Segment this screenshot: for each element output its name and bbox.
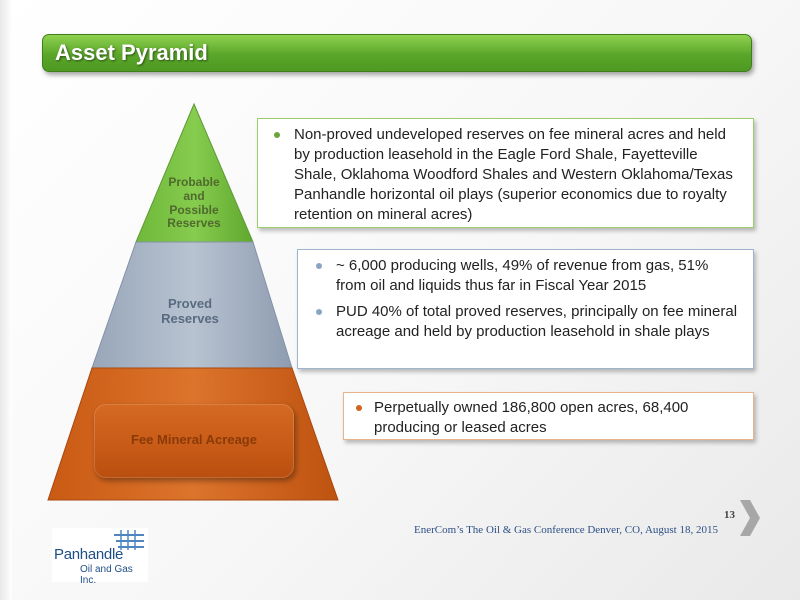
bullet-text: PUD 40% of total proved reserves, princi… <box>336 303 738 340</box>
bullet-list: ~ 6,000 producing wells, 49% of revenue … <box>298 250 753 342</box>
title-bar: Asset Pyramid <box>42 34 752 72</box>
bullet-text: ~ 6,000 producing wells, 49% of revenue … <box>336 257 709 294</box>
label-line: Probable <box>168 175 220 189</box>
bullet-list: Non-proved undeveloped reserves on fee m… <box>258 119 753 225</box>
label-proved-reserves: Proved Reserves <box>140 296 240 327</box>
label-line: Possible <box>169 202 219 217</box>
left-accent-strip <box>0 0 12 600</box>
label-line: Reserves <box>161 310 219 326</box>
bullet-dot-icon <box>316 263 322 269</box>
label-line: Proved <box>167 296 213 311</box>
bullet-item: Non-proved undeveloped reserves on fee m… <box>258 125 753 225</box>
logo-mark-icon <box>114 530 144 550</box>
fee-mineral-box <box>94 404 294 478</box>
slide-title: Asset Pyramid <box>55 40 208 65</box>
bullet-text: Perpetually owned 186,800 open acres, 68… <box>374 399 689 436</box>
callout-probable-reserves: Non-proved undeveloped reserves on fee m… <box>257 118 754 228</box>
callout-proved-reserves: ~ 6,000 producing wells, 49% of revenue … <box>297 249 754 369</box>
bullet-dot-icon <box>356 405 362 411</box>
logo-name: Panhandle <box>54 546 124 563</box>
bullet-item: Perpetually owned 186,800 open acres, 68… <box>344 398 753 438</box>
next-chevron-icon <box>740 500 760 536</box>
label-line: Fee Mineral Acreage <box>131 432 257 447</box>
footer-text: EnerCom’s The Oil & Gas Conference Denve… <box>414 524 718 536</box>
bullet-dot-icon <box>316 309 322 315</box>
logo-subtitle: Oil and Gas Inc. <box>80 564 133 586</box>
label-line: and <box>183 188 205 203</box>
company-logo: Panhandle Oil and Gas Inc. <box>52 528 148 586</box>
bullet-text: Non-proved undeveloped reserves on fee m… <box>294 126 733 223</box>
bullet-item: ~ 6,000 producing wells, 49% of revenue … <box>298 256 753 296</box>
bullet-list: Perpetually owned 186,800 open acres, 68… <box>344 393 753 438</box>
page-number: 13 <box>724 509 735 521</box>
callout-fee-mineral: Perpetually owned 186,800 open acres, 68… <box>343 392 754 440</box>
label-line: Reserves <box>167 216 221 231</box>
label-fee-mineral-acreage: Fee Mineral Acreage <box>94 432 294 448</box>
bullet-item: PUD 40% of total proved reserves, princi… <box>298 302 753 342</box>
label-probable-reserves: Probable and Possible Reserves <box>160 175 228 231</box>
bullet-dot-icon <box>274 132 280 138</box>
